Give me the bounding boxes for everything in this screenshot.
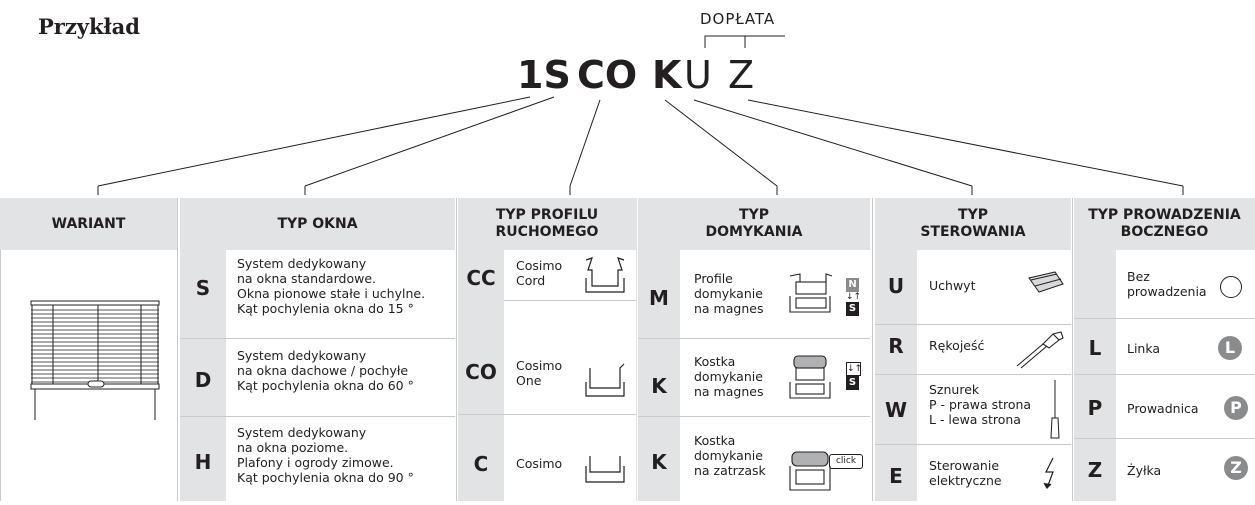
lightning-icon xyxy=(1043,457,1054,489)
prow-desc: Żyłka xyxy=(1127,463,1162,478)
code-part-u: U xyxy=(684,53,712,97)
profile-icon xyxy=(585,363,625,397)
typ-okna-code: H xyxy=(194,450,212,474)
linka-icon: L xyxy=(1218,336,1242,360)
header-typ-okna: TYP OKNA xyxy=(180,198,455,250)
zylka-icon: Z xyxy=(1224,456,1248,480)
closing-block-click-icon xyxy=(789,451,831,491)
prow-code: L xyxy=(1088,336,1102,360)
column-divider xyxy=(872,198,873,501)
wariant-column xyxy=(0,250,178,501)
prow-desc: Prowadnica xyxy=(1127,401,1199,416)
profile-icon xyxy=(585,456,625,483)
header-wariant: WARIANT xyxy=(0,198,177,250)
profil-code: CC xyxy=(466,266,496,290)
arrows-icon: ↓↑ xyxy=(846,362,863,376)
magnet-s-badge: S xyxy=(846,376,859,390)
column-divider xyxy=(1072,198,1073,501)
code-part-co: CO xyxy=(577,53,638,97)
ster-code: R xyxy=(888,334,904,358)
page-title: Przykład xyxy=(38,14,140,39)
cord-icon xyxy=(1050,380,1060,439)
prow-desc: Linka xyxy=(1127,341,1161,356)
code-part-z: Z xyxy=(728,53,755,97)
ster-code: U xyxy=(887,274,905,298)
column-divider xyxy=(177,198,178,501)
ster-desc: Uchwyt xyxy=(929,278,976,293)
domyk-code: K xyxy=(651,450,667,474)
prow-code: P xyxy=(1087,396,1103,420)
code-part-1s: 1S xyxy=(517,53,571,97)
prow-code: Z xyxy=(1087,458,1103,482)
ster-code: E xyxy=(889,464,903,488)
profil-code: C xyxy=(473,452,489,476)
profil-desc: Cosimo xyxy=(516,456,563,471)
closing-block-icon xyxy=(789,355,831,399)
column-divider xyxy=(636,198,637,501)
ster-desc: Rękojeść xyxy=(929,338,985,353)
code-part-k: K xyxy=(652,53,682,97)
magnet-n-badge: N xyxy=(846,278,859,292)
typ-okna-code: D xyxy=(194,368,212,392)
column-divider xyxy=(456,198,457,501)
typ-okna-code: S xyxy=(195,276,211,300)
prowadnica-icon: P xyxy=(1224,396,1248,420)
no-guide-icon xyxy=(1220,276,1242,298)
closing-profile-icon xyxy=(789,273,833,313)
click-badge: click xyxy=(829,454,863,469)
arrows-icon: ↓↑ xyxy=(846,292,862,302)
handle-grip-icon xyxy=(1028,271,1064,293)
profile-icon xyxy=(585,257,625,293)
crank-handle-icon xyxy=(1016,331,1064,369)
doplata-label: DOPŁATA xyxy=(700,10,776,28)
ster-code: W xyxy=(884,398,908,422)
blind-illustration xyxy=(30,300,160,420)
profil-code: CO xyxy=(465,360,497,384)
magnet-s-badge: S xyxy=(846,302,859,316)
domyk-code: M xyxy=(649,286,669,310)
domyk-code: K xyxy=(651,374,667,398)
